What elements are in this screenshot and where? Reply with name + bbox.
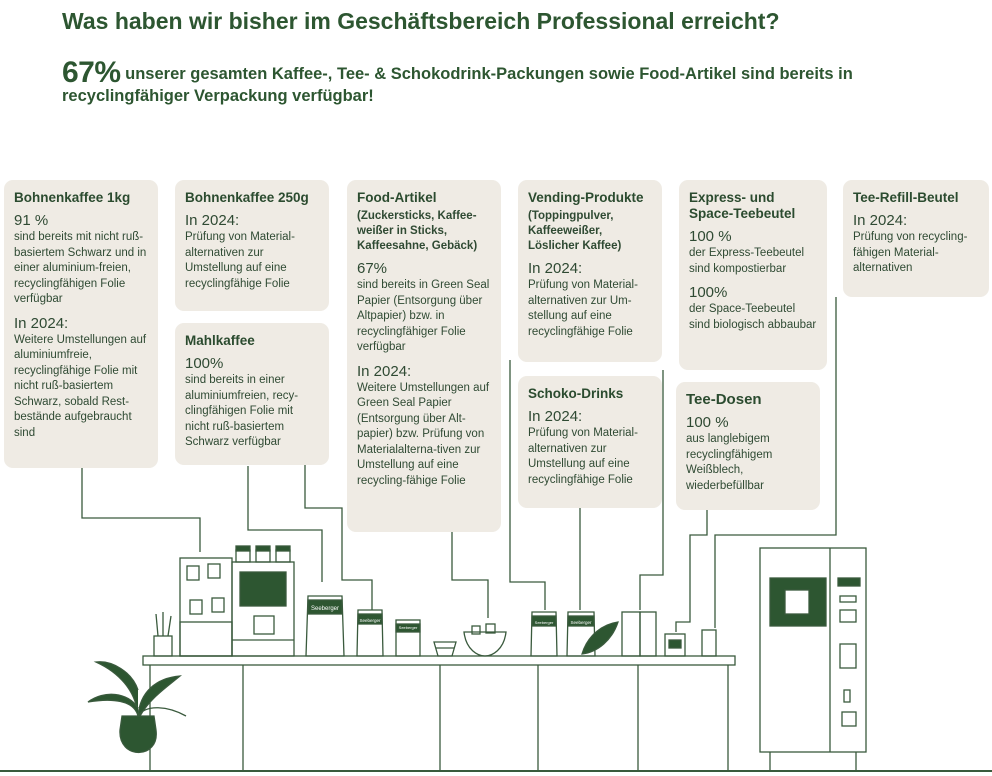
card-title: Vending-Produkte — [528, 190, 644, 205]
card-year-text: Prüfung von Material-alternativen zur Um… — [528, 427, 638, 486]
card-title: Mahlkaffee — [185, 333, 255, 348]
tea-tin — [664, 633, 686, 657]
card-bohnenkaffee-1kg: Bohnenkaffee 1kg 91 % sind bereits mit n… — [4, 180, 158, 468]
card-percent-2-text: der Space-Teebeutel sind biologisch abba… — [689, 303, 817, 331]
card-year: In 2024: — [185, 212, 240, 229]
pack-brand-label: Seeberger — [535, 620, 554, 625]
card-food-artikel: Food-Artikel (Zuckersticks, Kaffee-weiße… — [347, 180, 501, 532]
card-note: (Toppingpulver, Kaffeeweißer, Löslicher … — [528, 210, 622, 252]
card-schoko-drinks: Schoko-Drinks In 2024: Prüfung von Mater… — [518, 376, 662, 508]
headline-text: unserer gesamten Kaffee-, Tee- & Schokod… — [62, 65, 853, 105]
coffee-bag-1kg — [305, 595, 345, 657]
card-year-text: Prüfung von recycling-fähigen Material-a… — [853, 231, 968, 274]
connector-line-bohnenkaffee250g — [247, 466, 323, 582]
card-percent-text: sind bereits mit nicht ruß-basiertem Sch… — [14, 231, 147, 305]
pack-brand-label: Seeberger — [311, 606, 339, 612]
card-percent-text: sind bereits in einer aluminiumfreien, r… — [185, 374, 299, 448]
schoko-pack — [566, 611, 596, 657]
connector-line-mahlkaffee — [304, 463, 373, 610]
card-year-text: Weitere Umstellungen auf aluminiumfreie,… — [14, 333, 147, 439]
food-bowl — [463, 631, 507, 657]
card-title: Bohnenkaffee 250g — [185, 190, 309, 205]
card-bohnenkaffee-250g: Bohnenkaffee 250g In 2024: Prüfung von M… — [175, 180, 329, 311]
card-year: In 2024: — [357, 362, 412, 380]
card-percent: 100 % — [686, 414, 729, 431]
pack-brand-label: Seeberger — [359, 618, 381, 623]
connector-line-express — [639, 370, 664, 610]
card-year-text: Prüfung von Material-alternativen zur Um… — [528, 279, 638, 338]
card-title: Food-Artikel — [357, 190, 437, 205]
card-tee-dosen: Tee-Dosen 100 % aus langlebigem recyclin… — [676, 382, 820, 510]
card-percent: 100% — [185, 355, 224, 372]
card-title: Tee-Refill-Beutel — [853, 190, 959, 205]
card-year: In 2024: — [528, 260, 583, 277]
connector-line-teerefill — [714, 297, 837, 628]
connector-line-food — [451, 530, 489, 618]
vending-machine — [759, 547, 867, 753]
pack-brand-label: Seeberger — [399, 625, 418, 630]
card-percent: 91 % — [14, 212, 49, 229]
card-note: (Zuckersticks, Kaffee-weißer in Sticks, … — [357, 210, 478, 252]
card-year-text: Prüfung von Material-alternativen zur Um… — [185, 231, 295, 290]
card-percent-text: der Express-Teebeutel sind kompostierbar — [689, 247, 805, 275]
card-percent-2: 100% — [689, 284, 728, 301]
coffee-bag-250g — [356, 609, 384, 657]
headline-statement: 67% unserer gesamten Kaffee-, Tee- & Sch… — [62, 58, 922, 107]
card-express-space-teebeutel: Express- und Space-Teebeutel 100 % der E… — [679, 180, 827, 370]
counter-top — [142, 655, 736, 666]
card-tee-refill-beutel: Tee-Refill-Beutel In 2024: Prüfung von r… — [843, 180, 989, 297]
card-percent-text: sind bereits in Green Seal Papier (Entso… — [357, 279, 490, 353]
card-year: In 2024: — [528, 408, 583, 425]
connector-line-teedosen — [675, 510, 708, 632]
card-percent: 100 % — [689, 228, 732, 245]
plant-pot — [119, 715, 157, 753]
card-year-text: Weitere Umstellungen auf Green Seal Papi… — [357, 381, 490, 487]
card-vending-produkte: Vending-Produkte (Toppingpulver, Kaffeew… — [518, 180, 662, 362]
card-percent: 67% — [357, 260, 388, 277]
card-title: Express- und Space-Teebeutel — [689, 190, 796, 221]
card-year: In 2024: — [14, 314, 69, 332]
connector-line-vending — [509, 360, 546, 610]
page-title: Was haben wir bisher im Geschäftsbereich… — [62, 8, 780, 34]
headline-percent: 67% — [62, 56, 121, 89]
vending-pack — [530, 611, 558, 657]
connector-line-bohnenkaffee1kg — [81, 466, 201, 552]
tea-bag-box — [621, 611, 641, 657]
card-title: Tee-Dosen — [686, 391, 762, 408]
ground-coffee-pack — [395, 619, 421, 657]
pack-brand-label: Seeberger — [570, 620, 592, 625]
card-mahlkaffee: Mahlkaffee 100% sind bereits in einer al… — [175, 323, 329, 465]
tea-refill-bag — [701, 629, 717, 657]
card-percent-text: aus langlebigem recyclingfähigem Weißble… — [686, 433, 773, 492]
card-year: In 2024: — [853, 212, 908, 229]
card-title: Schoko-Drinks — [528, 386, 624, 401]
card-title: Bohnenkaffee 1kg — [14, 190, 131, 205]
